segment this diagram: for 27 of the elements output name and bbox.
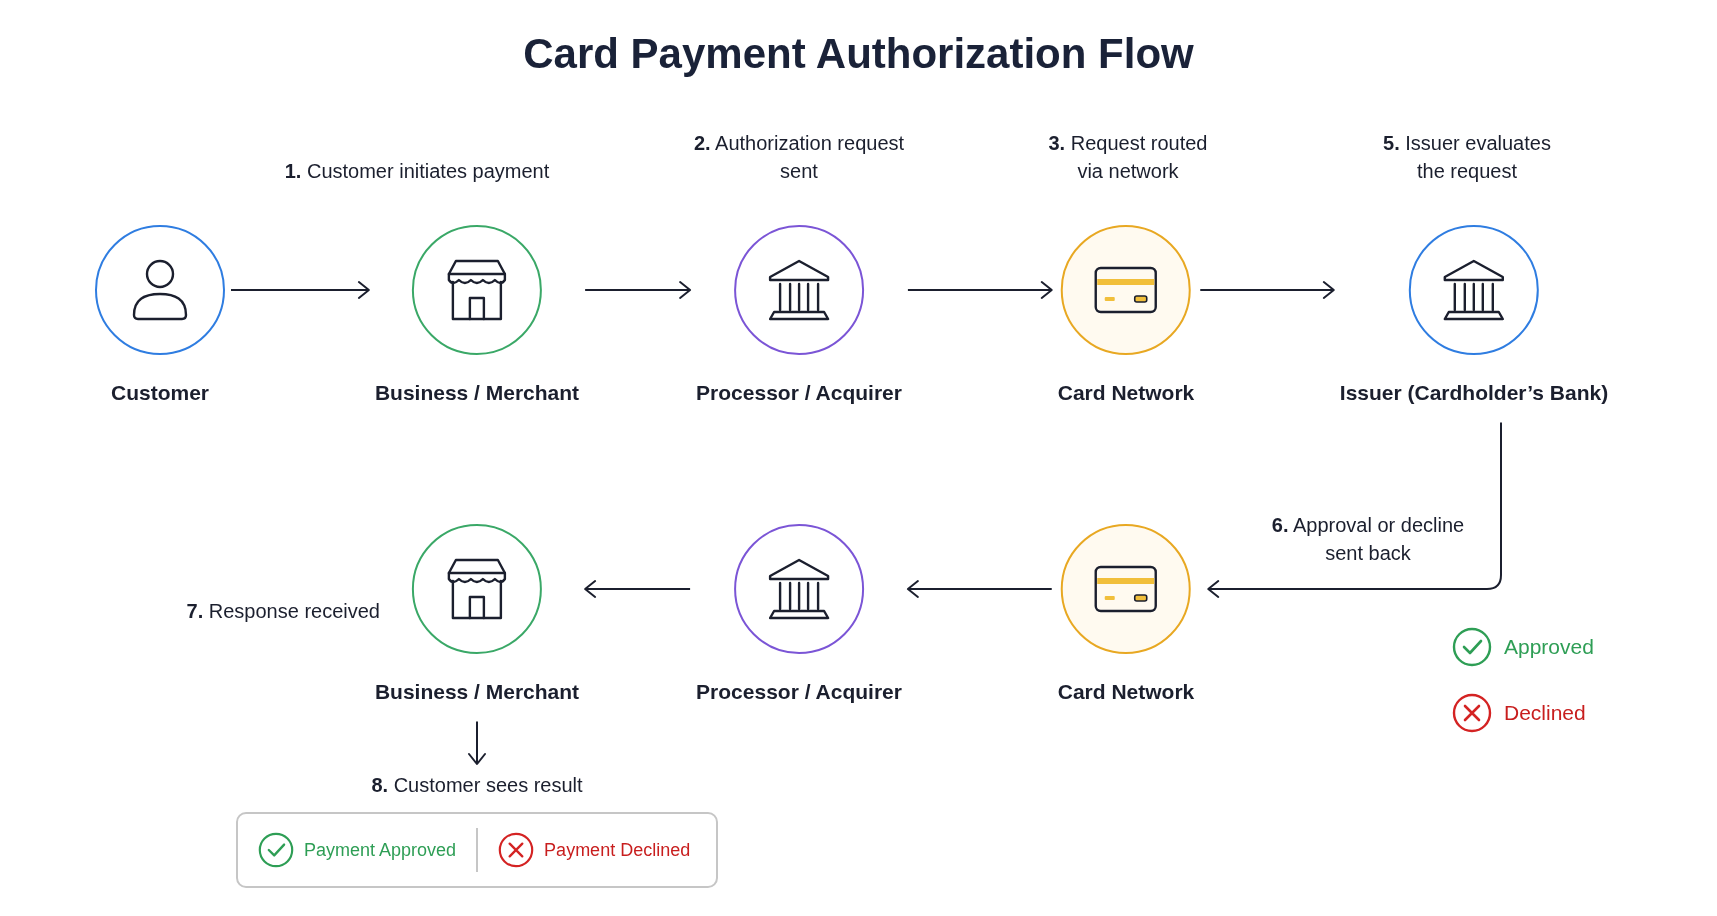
title: Card Payment Authorization Flow <box>523 29 1194 79</box>
arrow <box>584 281 692 299</box>
arrow <box>1207 421 1502 598</box>
node-label: Customer <box>111 380 209 406</box>
arrow <box>468 720 486 765</box>
node-label: Business / Merchant <box>374 380 580 406</box>
status-text: Payment Declined <box>544 838 691 862</box>
legend-text: Approved <box>1504 634 1594 661</box>
node-label: Card Network <box>1057 679 1195 705</box>
arrow <box>906 580 1053 598</box>
step-label: 2. Authorization request sent <box>692 131 906 184</box>
step-label: 7. Response received <box>185 599 380 624</box>
step-label: 8. Customer sees result <box>371 773 583 798</box>
arrow <box>584 580 692 598</box>
node-label: Card Network <box>1057 380 1195 406</box>
step-label: 1. Customer initiates payment <box>283 159 551 184</box>
step-label: 5. Issuer evaluates the request <box>1382 131 1552 184</box>
arrow <box>1199 281 1335 299</box>
node-label: Business / Merchant <box>374 679 580 705</box>
node-label: Processor / Acquirer <box>696 679 902 705</box>
node-label: Processor / Acquirer <box>696 380 902 406</box>
node-label: Issuer (Cardholder’s Bank) <box>1339 380 1609 406</box>
arrow <box>906 281 1053 299</box>
legend-text: Declined <box>1504 700 1586 727</box>
arrow <box>230 281 370 299</box>
status-text: Payment Approved <box>304 838 457 862</box>
step-label: 3. Request routed via network <box>1047 131 1209 184</box>
